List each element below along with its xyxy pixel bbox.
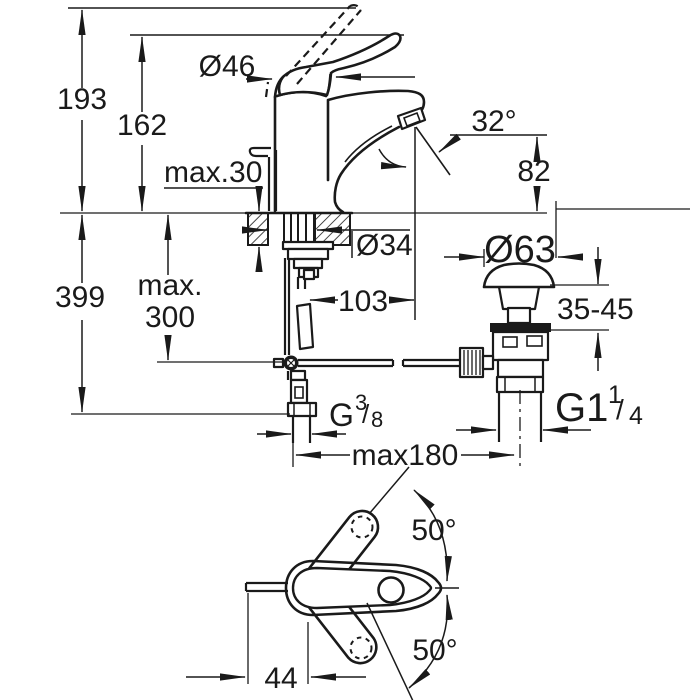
dim-base-diameter: Ø46 <box>199 50 256 83</box>
dim-body-height: 162 <box>117 109 167 142</box>
dim-swivel-down: 50° <box>412 634 457 667</box>
rod-connector-knob <box>458 346 495 379</box>
waste-flange <box>482 262 556 289</box>
dim-spray-angle: 32° <box>471 105 516 138</box>
svg-text:/: / <box>616 394 624 425</box>
faucet-body <box>264 4 427 214</box>
dim-spout-height: 82 <box>517 155 550 188</box>
dim-spout-reach: 103 <box>338 285 388 318</box>
dim-total-depth: 399 <box>55 281 105 314</box>
dim-waste-clamp-range: 35-45 <box>557 293 634 326</box>
dim-waste-flange-diameter: Ø63 <box>484 229 556 271</box>
svg-text:3: 3 <box>355 390 367 415</box>
lever-raised-dashed <box>264 4 362 98</box>
spout-underside <box>333 125 401 214</box>
popup-waste-assembly <box>458 201 690 466</box>
waste-seal <box>490 323 551 332</box>
dimension-annotations: 193 162 max.30 399 max. 300 Ø46 32° 82 <box>55 9 643 472</box>
lever-hole <box>377 576 405 604</box>
rod-pivot-joint <box>272 355 299 371</box>
dim-max-span: max180 <box>352 439 459 472</box>
dim-spout-offset: 44 <box>264 662 297 695</box>
dim-hole-diameter: Ø34 <box>356 229 413 262</box>
dim-max-rod-length-2: 300 <box>145 301 195 334</box>
dim-waste-thread: G1 1 / 4 <box>555 381 643 430</box>
dim-max-deck-thickness: max.30 <box>164 156 262 189</box>
spout-stub <box>244 581 288 593</box>
counter-section <box>244 211 354 279</box>
below-deck-assembly <box>272 258 460 443</box>
side-view <box>60 4 547 320</box>
aerator <box>396 106 427 131</box>
stream-line <box>415 126 451 176</box>
dim-max-rod-length-1: max. <box>137 269 202 302</box>
shank-in-hole <box>283 214 315 241</box>
svg-text:4: 4 <box>629 402 643 430</box>
dim-supply-thread: G 3 / 8 <box>329 390 383 433</box>
swivel-annotation: 50° 50° <box>366 466 459 700</box>
svg-text:G1: G1 <box>555 386 608 430</box>
top-view: 50° 50° 44 <box>186 466 459 700</box>
svg-text:G: G <box>329 397 354 433</box>
dim-total-height: 193 <box>57 83 107 116</box>
svg-text:/: / <box>362 399 370 429</box>
spray-angle-annotation <box>378 126 547 320</box>
supply-hose <box>295 302 315 351</box>
linkage-rod <box>298 358 460 368</box>
dim-spout-offset-group: 44 <box>186 593 366 695</box>
supply-connection <box>286 369 318 443</box>
svg-text:1: 1 <box>608 381 622 409</box>
dim-swivel-up: 50° <box>411 514 456 547</box>
body-inner-outline <box>291 566 433 610</box>
svg-text:8: 8 <box>371 407 383 432</box>
